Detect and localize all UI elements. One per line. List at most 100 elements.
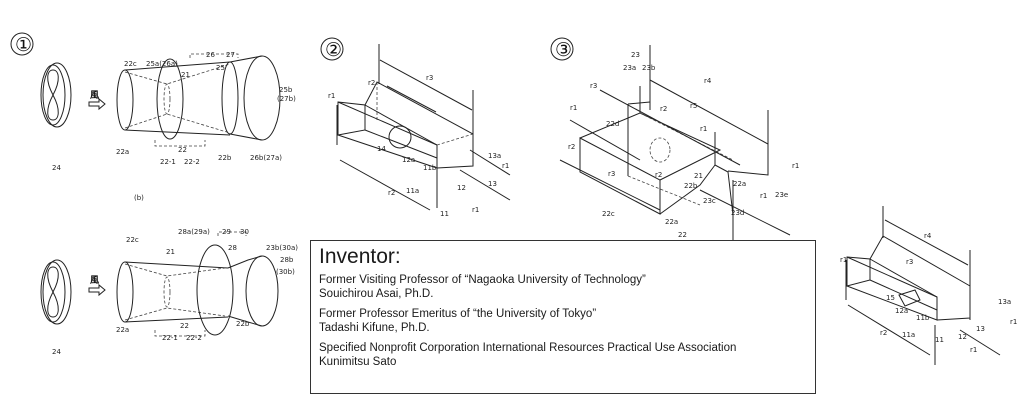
reference-label: 22b bbox=[684, 182, 698, 190]
inventor-name: Souichirou Asai, Ph.D. bbox=[319, 288, 434, 300]
reference-label: 24 bbox=[52, 164, 61, 172]
wind-arrow-icon bbox=[88, 283, 106, 297]
reference-label: r3 bbox=[590, 82, 597, 90]
reference-label: r3 bbox=[608, 170, 615, 178]
fan-icon bbox=[40, 62, 72, 128]
reference-label: 22-1 bbox=[160, 158, 176, 166]
reference-label: 26 bbox=[206, 51, 215, 59]
reference-label: r1 bbox=[792, 162, 799, 170]
wind-label: 風 bbox=[90, 275, 99, 286]
inventor-entry: Specified Nonprofit Corporation Internat… bbox=[319, 341, 807, 369]
reference-label: r1 bbox=[328, 92, 335, 100]
reference-label: r1 bbox=[760, 192, 767, 200]
reference-label: 12a bbox=[895, 307, 908, 315]
reference-label: r5 bbox=[690, 102, 697, 110]
duct-drawing bbox=[559, 45, 791, 248]
inventor-affiliation: Specified Nonprofit Corporation Internat… bbox=[319, 342, 737, 354]
reference-label: r3 bbox=[426, 74, 433, 82]
figure-number-circle bbox=[320, 37, 344, 61]
figure-number-circle bbox=[550, 37, 574, 61]
duct-drawing bbox=[336, 44, 511, 211]
reference-label: (30b) bbox=[276, 268, 295, 276]
reference-label: 11a bbox=[406, 187, 419, 195]
reference-label: 13a bbox=[488, 152, 501, 160]
reference-label: r1 bbox=[700, 125, 707, 133]
reference-label: r1 bbox=[970, 346, 977, 354]
reference-label: r2 bbox=[880, 329, 887, 337]
reference-label: 22 bbox=[178, 146, 187, 154]
reference-label: r2 bbox=[660, 105, 667, 113]
reference-label: 27 bbox=[226, 51, 235, 59]
inventor-box: Inventor: Former Visiting Professor of “… bbox=[310, 240, 816, 394]
reference-label: 22b bbox=[236, 320, 250, 328]
reference-label: 28a(29a) bbox=[178, 228, 210, 236]
reference-label: (27b) bbox=[277, 95, 296, 103]
reference-label: 26b(27a) bbox=[250, 154, 282, 162]
reference-label: 22a bbox=[733, 180, 746, 188]
reference-label: 11a bbox=[902, 331, 915, 339]
reference-label: r1 bbox=[570, 104, 577, 112]
reference-label: 23d bbox=[731, 209, 744, 217]
reference-label: 23b(30a) bbox=[266, 244, 298, 252]
reference-label: 12a bbox=[402, 156, 415, 164]
inventor-affiliation: Former Professor Emeritus of “the Univer… bbox=[319, 308, 597, 320]
duct-drawing bbox=[845, 206, 1001, 365]
reference-label: 22-2 bbox=[186, 334, 202, 342]
reference-label: 22a bbox=[665, 218, 678, 226]
reference-label: r1 bbox=[1010, 318, 1017, 326]
reference-label: 28b bbox=[280, 256, 294, 264]
reference-label: 21 bbox=[166, 248, 175, 256]
reference-label: 22c bbox=[602, 210, 615, 218]
reference-label: r4 bbox=[704, 77, 712, 85]
reference-label: r1 bbox=[472, 206, 479, 214]
duct-drawing bbox=[116, 231, 279, 337]
reference-label: 25b bbox=[279, 86, 293, 94]
reference-label: 11 bbox=[440, 210, 449, 218]
reference-label: 23e bbox=[775, 191, 788, 199]
reference-label: r1 bbox=[840, 256, 847, 264]
reference-label: 22 bbox=[678, 231, 687, 239]
inventor-name: Kunimitsu Sato bbox=[319, 356, 397, 368]
figure-number-circle bbox=[10, 32, 34, 56]
reference-label: 23a bbox=[623, 64, 636, 72]
inventor-entry: Former Visiting Professor of “Nagaoka Un… bbox=[319, 273, 807, 301]
reference-label: 13 bbox=[488, 180, 497, 188]
reference-label: 12 bbox=[457, 184, 466, 192]
reference-label: 23b bbox=[642, 64, 656, 72]
reference-label: 11b bbox=[916, 314, 930, 322]
reference-label: 21 bbox=[694, 172, 703, 180]
reference-label: 22a bbox=[116, 148, 129, 156]
reference-label: 24 bbox=[52, 348, 61, 356]
reference-label: r4 bbox=[924, 232, 932, 240]
duct-drawing bbox=[116, 53, 281, 147]
inventor-title: Inventor: bbox=[319, 245, 401, 268]
reference-label: 13 bbox=[976, 325, 985, 333]
inventor-affiliation: Former Visiting Professor of “Nagaoka Un… bbox=[319, 274, 646, 286]
reference-label: r2 bbox=[655, 171, 662, 179]
reference-label: r2 bbox=[368, 79, 375, 87]
reference-label: 22c bbox=[124, 60, 137, 68]
figure-number: ② bbox=[325, 39, 342, 61]
reference-label: 22-2 bbox=[184, 158, 200, 166]
reference-label: 29 bbox=[222, 228, 231, 236]
figure-number: ① bbox=[15, 34, 32, 56]
reference-label: 25 bbox=[216, 64, 225, 72]
reference-label: 22 bbox=[180, 322, 189, 330]
reference-label: 22-1 bbox=[162, 334, 178, 342]
figure-number: ③ bbox=[555, 39, 572, 61]
reference-label: 23c bbox=[703, 197, 716, 205]
reference-label: 15 bbox=[886, 294, 895, 302]
reference-label: 11b bbox=[423, 164, 437, 172]
reference-label: 22c bbox=[126, 236, 139, 244]
reference-label: 30 bbox=[240, 228, 249, 236]
reference-label: 14 bbox=[377, 145, 386, 153]
inventor-name: Tadashi Kifune, Ph.D. bbox=[319, 322, 430, 334]
reference-label: r2 bbox=[388, 189, 395, 197]
reference-label: 11 bbox=[935, 336, 944, 344]
